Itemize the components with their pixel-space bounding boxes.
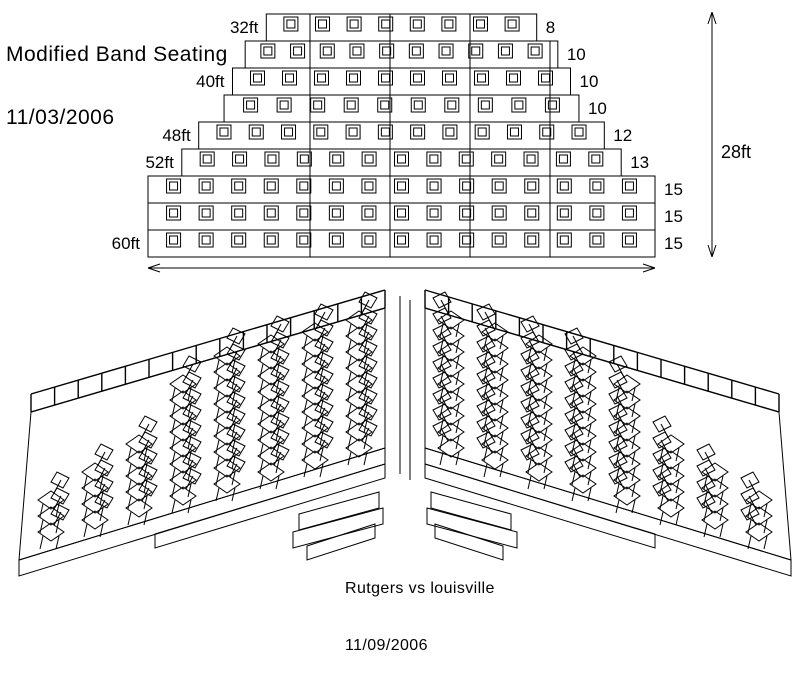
svg-text:15: 15 [664, 180, 683, 199]
drawing-date: 11/03/2006 [6, 106, 115, 129]
perspective-view [18, 289, 792, 577]
caption-title: Rutgers vs louisville [345, 580, 495, 597]
svg-text:8: 8 [546, 18, 555, 37]
railing [424, 289, 780, 413]
elevation-row: 15 [147, 202, 683, 231]
svg-text:52ft: 52ft [145, 153, 174, 172]
wedge-right [424, 289, 792, 577]
wedge-left [18, 289, 386, 577]
svg-text:12: 12 [613, 126, 632, 145]
svg-text:60ft: 60ft [112, 234, 141, 253]
drawing-title: Modified Band Seating [6, 43, 228, 66]
elevation-row: 48ft 12 [162, 121, 632, 150]
elevation-row: 32ft 8 [230, 13, 555, 42]
chair-grid [432, 291, 773, 550]
center-poles [399, 296, 411, 480]
svg-text:15: 15 [664, 234, 683, 253]
svg-text:28ft: 28ft [721, 142, 751, 162]
svg-text:10: 10 [580, 72, 599, 91]
svg-text:10: 10 [567, 45, 586, 64]
svg-text:40ft: 40ft [196, 72, 225, 91]
caption-date: 11/09/2006 [345, 637, 428, 654]
svg-text:10: 10 [588, 99, 607, 118]
svg-text:48ft: 48ft [162, 126, 191, 145]
svg-text:32ft: 32ft [230, 18, 259, 37]
chair-grid [37, 291, 378, 550]
width-dimension [147, 263, 656, 273]
elevation-row: 52ft 13 [145, 148, 649, 177]
svg-text:13: 13 [630, 153, 649, 172]
drawing-canvas: 32ft 8 10 40ft 10 10 48ft 12 52ft 13 15 15 60ft 15 28f… [6, 2, 792, 654]
elevation-row: 10 [223, 94, 607, 123]
svg-text:15: 15 [664, 207, 683, 226]
elevation-view: 32ft 8 10 40ft 10 10 48ft 12 52ft 13 15 15 60ft 15 28f… [112, 11, 751, 273]
elevation-row: 60ft 15 [112, 229, 683, 258]
elevation-row: 10 [244, 40, 586, 69]
railing [30, 289, 386, 413]
elevation-row: 40ft 10 [196, 67, 599, 96]
caption-block: Rutgers vs louisville 11/09/2006 [345, 541, 495, 693]
title-block: Modified Band Seating 11/03/2006 [6, 2, 228, 170]
height-dimension: 28ft [707, 11, 751, 258]
elevation-row: 15 [147, 175, 683, 204]
seating-diagram: 32ft 8 10 40ft 10 10 48ft 12 52ft 13 15 15 60ft 15 28f… [18, 11, 792, 577]
